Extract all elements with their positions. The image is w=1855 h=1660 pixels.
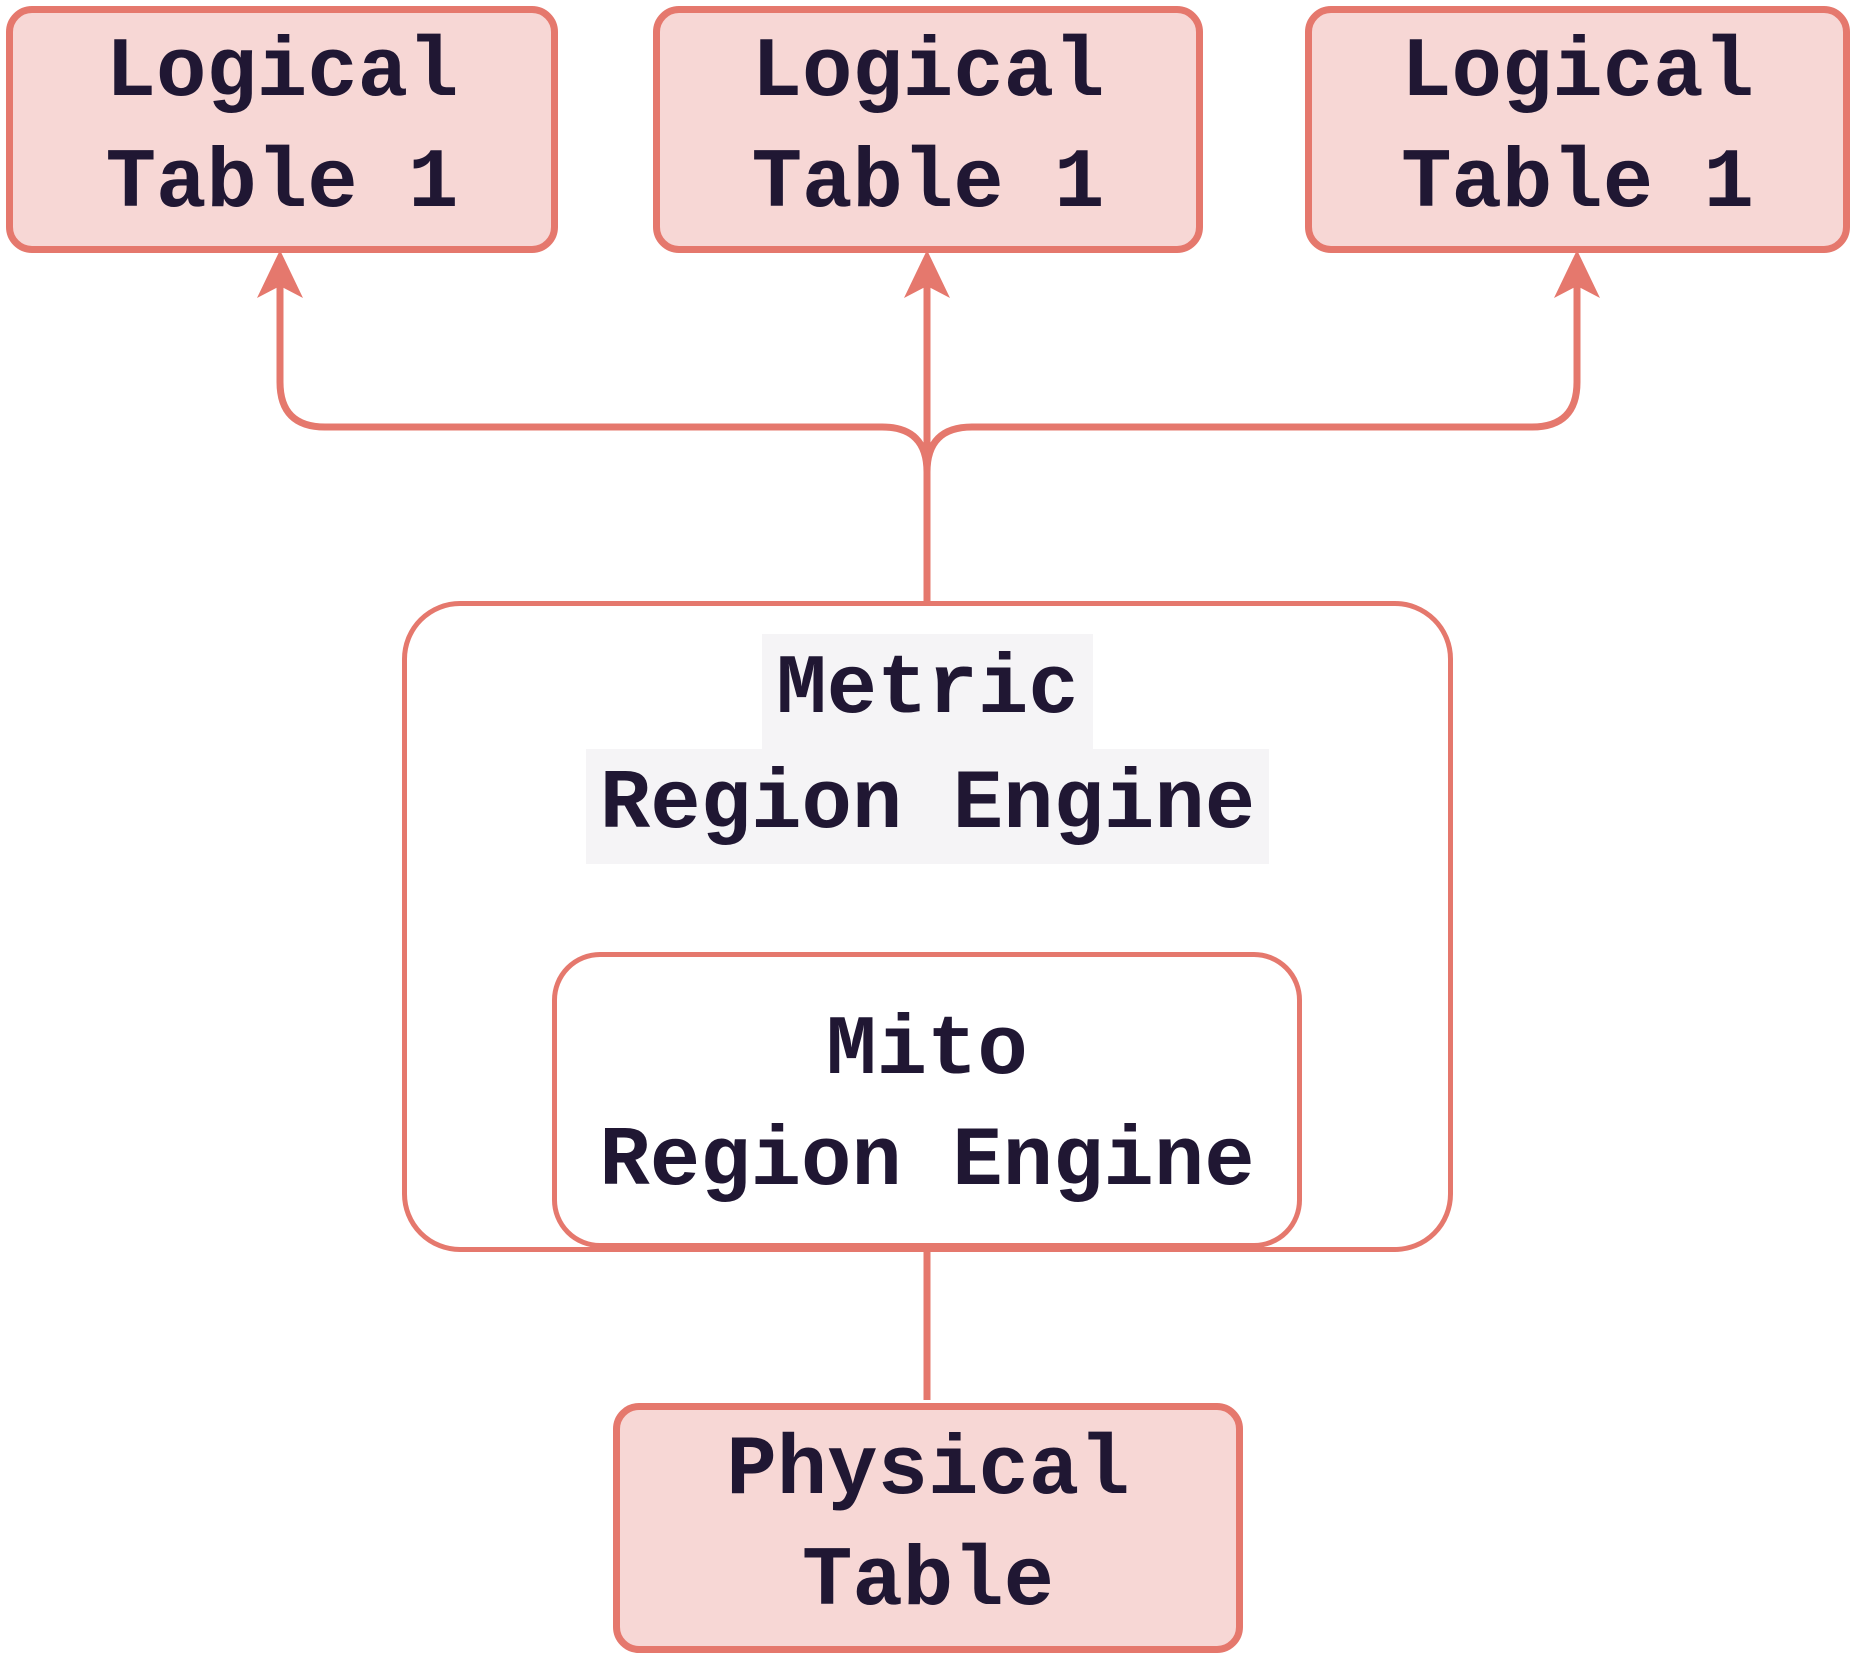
node-label-line: Table xyxy=(801,1535,1055,1630)
node-label-line: Physical xyxy=(726,1424,1130,1520)
node-logical-table-1-middle: Logical Table 1 xyxy=(653,6,1203,253)
node-label-line: Region Engine xyxy=(599,1114,1255,1210)
node-physical-table: Physical Table xyxy=(613,1403,1243,1653)
node-logical-table-1-right: Logical Table 1 xyxy=(1305,6,1850,253)
node-label-line: Region Engine xyxy=(585,748,1270,864)
node-logical-table-1-left: Logical Table 1 xyxy=(6,6,558,253)
arrowhead-logical-a xyxy=(257,250,303,298)
node-label-line: Logical xyxy=(1401,25,1754,121)
node-label-line: Logical xyxy=(105,25,459,121)
node-label-line: Metric xyxy=(762,634,1093,749)
node-label-line: Mito xyxy=(826,1004,1028,1099)
edge-metric-to-logical-a xyxy=(276,260,931,473)
node-label-line: Table 1 xyxy=(751,136,1105,232)
node-label-line: Logical xyxy=(751,25,1105,121)
arrowhead-logical-b xyxy=(904,250,950,298)
node-label-line: Table 1 xyxy=(1401,136,1754,232)
arrowhead-logical-c xyxy=(1554,250,1600,298)
node-mito-region-engine: Mito Region Engine xyxy=(552,952,1302,1248)
node-label-line: Table 1 xyxy=(105,136,459,232)
edge-metric-to-logical-c xyxy=(923,260,1581,473)
